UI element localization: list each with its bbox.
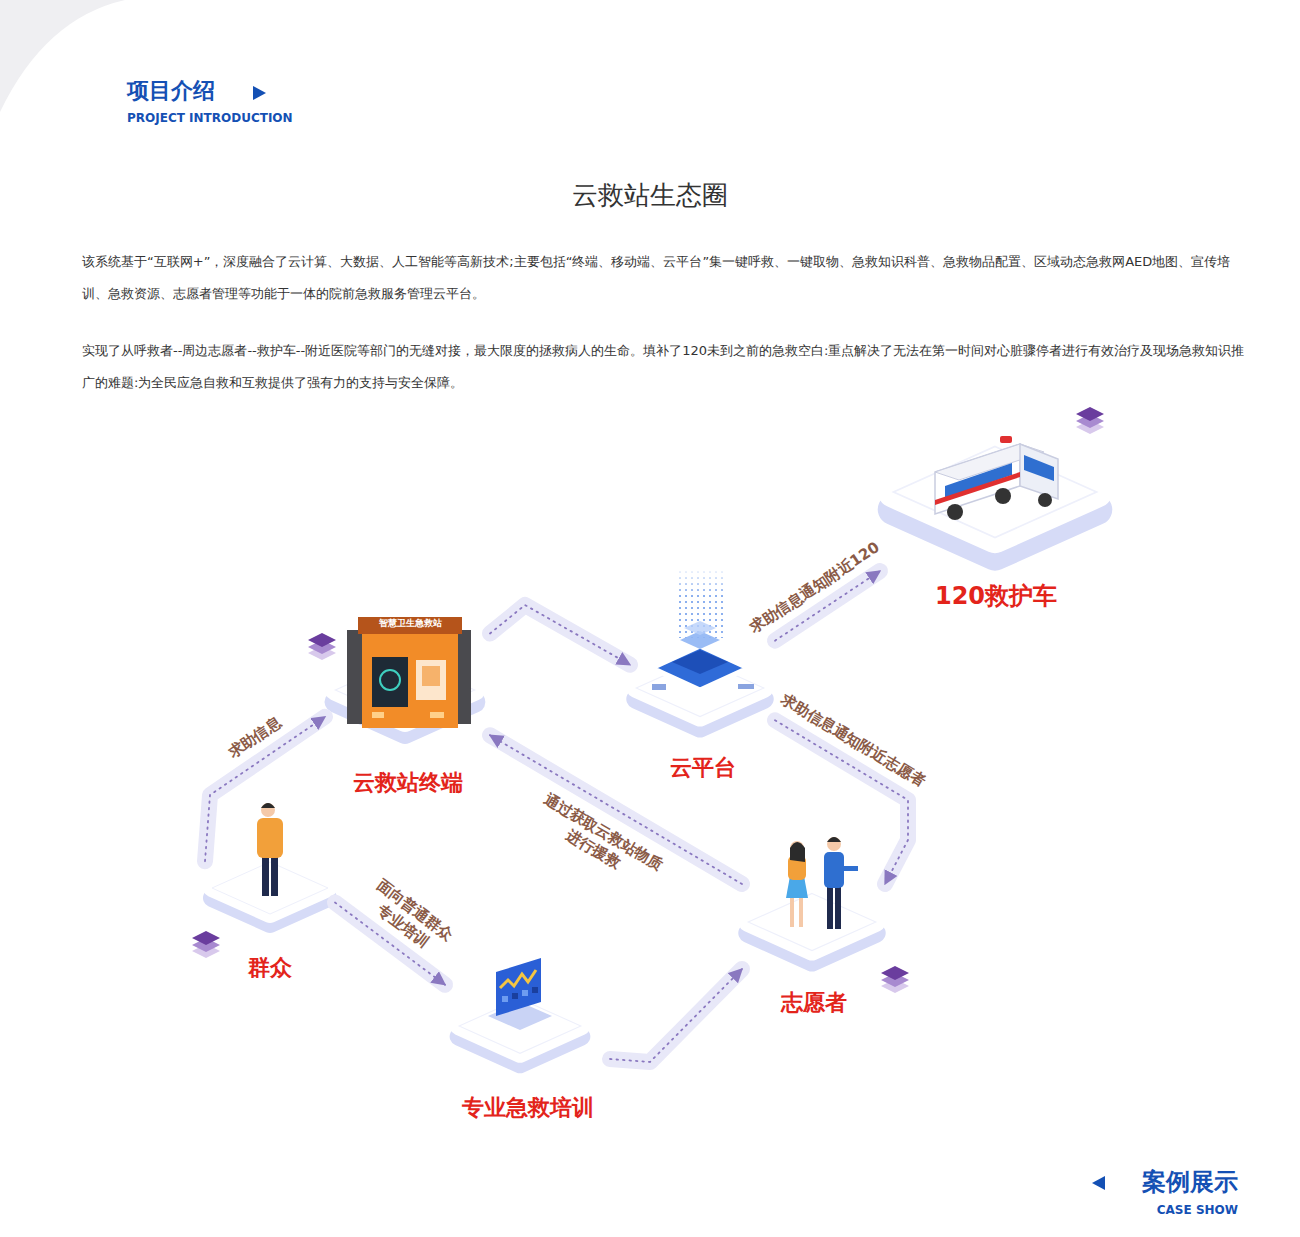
illustration-part [502,996,508,1002]
illustration-part [372,657,408,707]
flow-connector [490,605,630,665]
illustration-part [1000,436,1012,443]
illustration-part [827,837,841,842]
illustration-part [257,818,283,858]
illustration-part [496,958,541,1016]
node-label: 120救护车 [880,582,1112,611]
text-label: 该系统基于“互联网+”，深度融合了云计算、大数据、人工智能等高新技术;主要包括“… [82,246,1247,310]
illustration-part [500,970,536,988]
citizen-figure [257,803,283,896]
illustration-part [532,987,538,993]
text-label: 智慧卫生急救站 [360,618,460,629]
text-label: PROJECT INTRODUCTION [127,111,327,126]
illustration-part [430,712,444,718]
illustration-part [652,684,666,690]
diagram-title: 云救站生态圈 [0,178,1300,213]
illustration-part [748,893,876,961]
layer-icons [192,407,1104,993]
illustration-part [824,852,844,888]
illustration-part [1024,455,1054,481]
platform-node: 专业急救培训 [445,960,610,1125]
text-label: 案例展示 [1110,1167,1238,1197]
text-label: 实现了从呼救者--周边志愿者--救护车--附近医院等部门的无缝对接，最大限度的拯… [82,335,1247,399]
illustration-part [358,617,462,634]
header-triangle [253,86,266,100]
illustration-part [881,966,909,993]
illustration-part [1076,407,1104,434]
illustration-part [261,803,275,808]
illustration-part [1038,493,1052,507]
illustration-part [947,504,963,520]
platforms [212,447,1097,1064]
illustration-part [790,842,805,862]
illustration-part [738,684,754,689]
illustration-part [308,633,336,660]
illustration-part [261,803,275,817]
node-label: 云救站终端 [325,770,490,796]
node-label: 志愿者 [742,990,885,1016]
platform-node: 志愿者 [742,850,885,1020]
footer-triangle [1092,1176,1105,1190]
illustration-part [1020,444,1058,499]
node-label: 云平台 [630,755,775,781]
illustration-part [652,646,748,690]
platform-node: 群众 [205,820,335,985]
illustration-part [512,993,518,999]
illustration-part [212,862,328,924]
connector-band [610,969,742,1062]
illustration-part [835,885,841,929]
flow-connector [610,969,742,1062]
ambulance [935,436,1058,520]
illustration-part [262,852,269,896]
platform-node: 120救护车 [880,415,1112,615]
illustration-part [684,621,716,635]
illustration-part [362,622,458,728]
illustration-part [790,895,794,927]
text-label: 项目介绍 [127,77,257,105]
connector-line [490,605,630,665]
illustration-part [672,650,728,674]
illustration-part [799,895,803,927]
illustration-part [842,866,858,871]
connector-line [610,969,742,1062]
training-monitor [488,958,552,1030]
illustration-part [522,990,528,996]
illustration-part [192,931,220,958]
illustration-part [380,670,400,690]
kiosk [347,617,471,728]
illustration-part [676,566,726,596]
illustration-part [827,885,833,929]
illustration-part [827,837,841,851]
node-label: 专业急救培训 [445,1095,610,1121]
text-label: CASE SHOW [1110,1203,1238,1218]
corner-shape [0,0,125,112]
illustration-part [271,852,278,896]
connector-band [490,605,630,665]
platform-node: 云救站终端 [325,615,490,800]
illustration-part [995,488,1011,504]
cloud-platform-icon [652,566,754,690]
illustration-part [935,472,1020,505]
illustration-part [416,660,446,700]
volunteer-figures [786,837,858,929]
illustration-part [422,666,440,686]
illustration-part [372,712,384,718]
node-label: 群众 [205,955,335,981]
